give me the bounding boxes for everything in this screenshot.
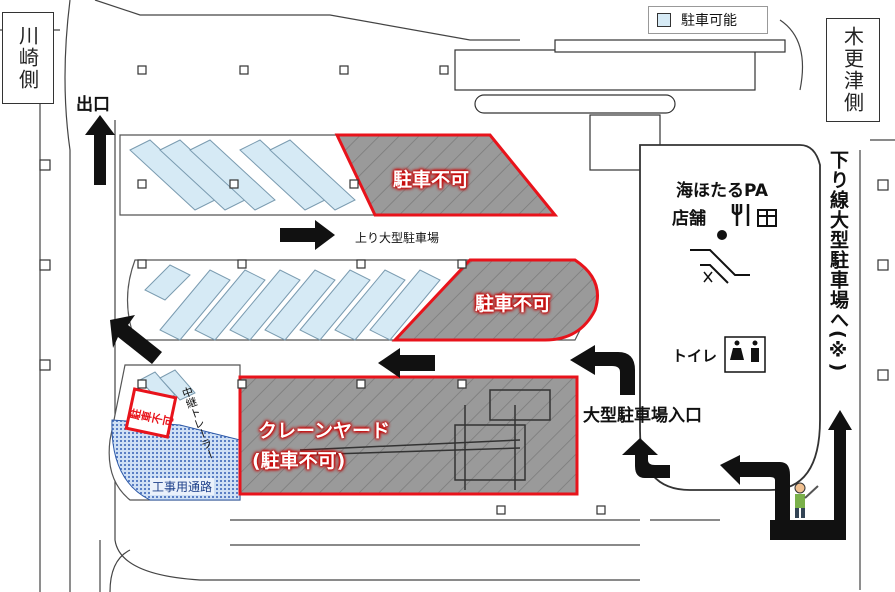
no-parking-label-2: 駐車不可 — [475, 293, 552, 315]
traffic-arrows — [85, 115, 852, 540]
no-parking-zone-1 — [334, 133, 559, 217]
crane-yard-line1: クレーンヤード — [258, 420, 391, 442]
crane-yard-line2: (駐車不可) — [252, 450, 346, 472]
construction-path-label: 工事用通路 — [150, 478, 215, 495]
pillars — [39, 65, 889, 515]
legend-swatch — [657, 13, 671, 27]
exit-label: 出口 — [76, 95, 110, 115]
upper-building — [454, 39, 786, 171]
entrance-label: 大型駐車場入口 — [583, 406, 702, 426]
parking-slots-row2 — [144, 264, 441, 341]
store-subtitle: 店舗 — [672, 209, 706, 229]
restroom-icon — [724, 336, 766, 373]
no-parking-zone-2 — [391, 258, 599, 342]
cutlery-icon — [731, 204, 750, 226]
no-parking-small-box — [124, 387, 178, 439]
gift-icon — [757, 209, 777, 227]
down-lane-label: 下り線大型駐車場へ(※) — [827, 150, 849, 373]
legend-label: 駐車可能 — [681, 13, 737, 29]
store-title: 海ほたるPA — [676, 181, 769, 201]
toilet-label: トイレ — [672, 347, 718, 365]
up-lane-label: 上り大型駐車場 — [355, 231, 440, 245]
no-parking-label-1: 駐車不可 — [393, 169, 470, 191]
crane-yard — [238, 375, 579, 496]
worker-icon — [794, 482, 819, 518]
direction-right-box: 木更津側 — [826, 18, 880, 122]
legend: 駐車可能 — [648, 6, 768, 34]
parking-slots-row1 — [129, 139, 356, 211]
direction-left-box: 川崎側 — [2, 12, 54, 104]
crane-drawing — [299, 389, 551, 490]
escalator-icon — [690, 230, 750, 284]
